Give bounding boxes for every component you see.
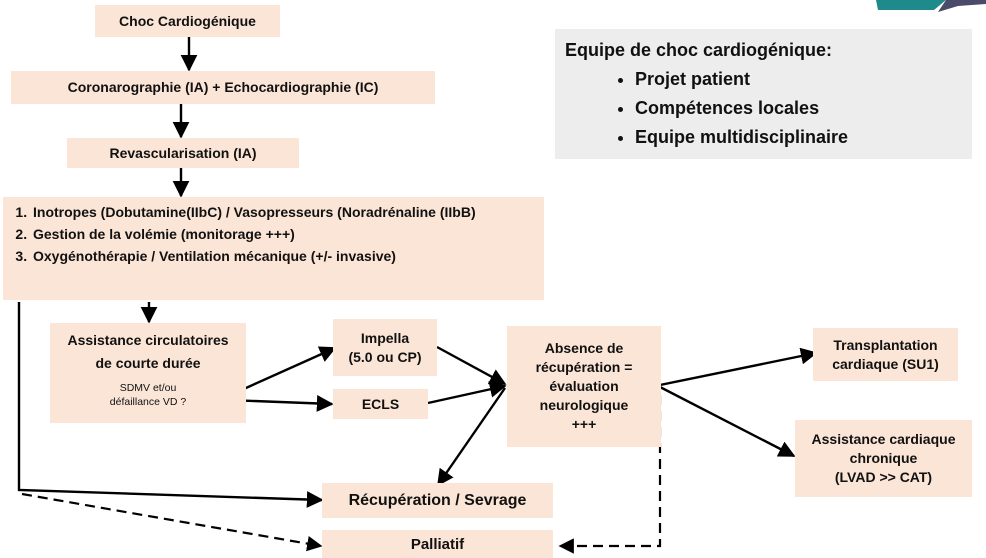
node-assistance-note2: défaillance VD ? bbox=[109, 396, 187, 408]
node-absence: Absence de récupération = évaluation neu… bbox=[507, 326, 661, 447]
node-ecls-label: ECLS bbox=[361, 395, 400, 412]
team-title: Equipe de choc cardiogénique: bbox=[565, 40, 833, 60]
dashed-bypass-to-palliatif bbox=[21, 492, 323, 552]
node-absence-line: évaluation bbox=[549, 378, 619, 394]
node-impella-line1: Impella bbox=[360, 329, 410, 346]
node-transplant: Transplantation cardiaque (SU1) bbox=[813, 328, 958, 381]
node-absence-line: neurologique bbox=[539, 397, 629, 413]
node-chronic-line2: chronique bbox=[849, 450, 918, 466]
node-chronic-line3: (LVAD >> CAT) bbox=[834, 469, 933, 485]
node-transplant-line2: cardiaque (SU1) bbox=[832, 355, 939, 372]
node-choc: Choc Cardiogénique bbox=[95, 5, 280, 37]
team-list: Projet patient Compétences locales Equip… bbox=[565, 65, 962, 152]
treatment-item: Inotropes (Dobutamine(IIbC) / Vasopresse… bbox=[31, 201, 476, 223]
treatment-item: Gestion de la volémie (monitorage +++) bbox=[31, 223, 476, 245]
node-assistance-line2: de courte durée bbox=[95, 355, 201, 371]
node-recuperation: Récupération / Sevrage bbox=[322, 483, 553, 518]
team-item: Equipe multidisciplinaire bbox=[635, 123, 962, 152]
node-revasc: Revascularisation (IA) bbox=[67, 138, 299, 168]
node-recuperation-label: Récupération / Sevrage bbox=[348, 492, 527, 509]
team-item: Compétences locales bbox=[635, 94, 962, 123]
arrow-to-chronic bbox=[659, 385, 796, 458]
node-assistance-note1: SDMV et/ou bbox=[119, 382, 177, 394]
node-palliatif-label: Palliatif bbox=[410, 535, 465, 553]
node-assistance: Assistance circulatoires de courte durée… bbox=[50, 323, 246, 423]
node-absence-line: +++ bbox=[571, 416, 597, 432]
node-treatments: Inotropes (Dobutamine(IIbC) / Vasopresse… bbox=[3, 197, 544, 300]
arrow-to-transplant bbox=[659, 347, 818, 387]
node-absence-line: récupération = bbox=[535, 359, 633, 375]
node-revasc-label: Revascularisation (IA) bbox=[109, 144, 257, 161]
node-ecls: ECLS bbox=[333, 389, 428, 419]
arrow-ecls-to-absence bbox=[427, 381, 507, 405]
node-chronic: Assistance cardiaque chronique (LVAD >> … bbox=[795, 420, 972, 497]
team-panel: Equipe de choc cardiogénique: Projet pat… bbox=[555, 29, 972, 159]
arrow-bypass-to-recuperation bbox=[17, 302, 324, 508]
node-coronaro: Coronarographie (IA) + Echocardiographie… bbox=[11, 71, 435, 104]
team-item: Projet patient bbox=[635, 65, 962, 94]
node-chronic-line1: Assistance cardiaque bbox=[811, 431, 956, 447]
node-choc-label: Choc Cardiogénique bbox=[119, 12, 256, 29]
arrow-impella-to-absence bbox=[436, 345, 507, 386]
node-coronaro-label: Coronarographie (IA) + Echocardiographie… bbox=[67, 79, 379, 95]
arrow-absence-to-recuperation bbox=[437, 387, 506, 487]
node-palliatif: Palliatif bbox=[322, 530, 553, 558]
node-assistance-line1: Assistance circulatoires bbox=[67, 332, 229, 348]
node-absence-line: Absence de bbox=[544, 340, 624, 356]
treatment-item: Oxygénothérapie / Ventilation mécanique … bbox=[31, 245, 476, 267]
node-impella-line2: (5.0 ou CP) bbox=[348, 348, 422, 365]
node-transplant-line1: Transplantation bbox=[833, 336, 938, 353]
corner-decoration bbox=[876, 0, 986, 12]
treatments-list: Inotropes (Dobutamine(IIbC) / Vasopresse… bbox=[9, 201, 476, 267]
node-impella: Impella (5.0 ou CP) bbox=[333, 319, 437, 376]
